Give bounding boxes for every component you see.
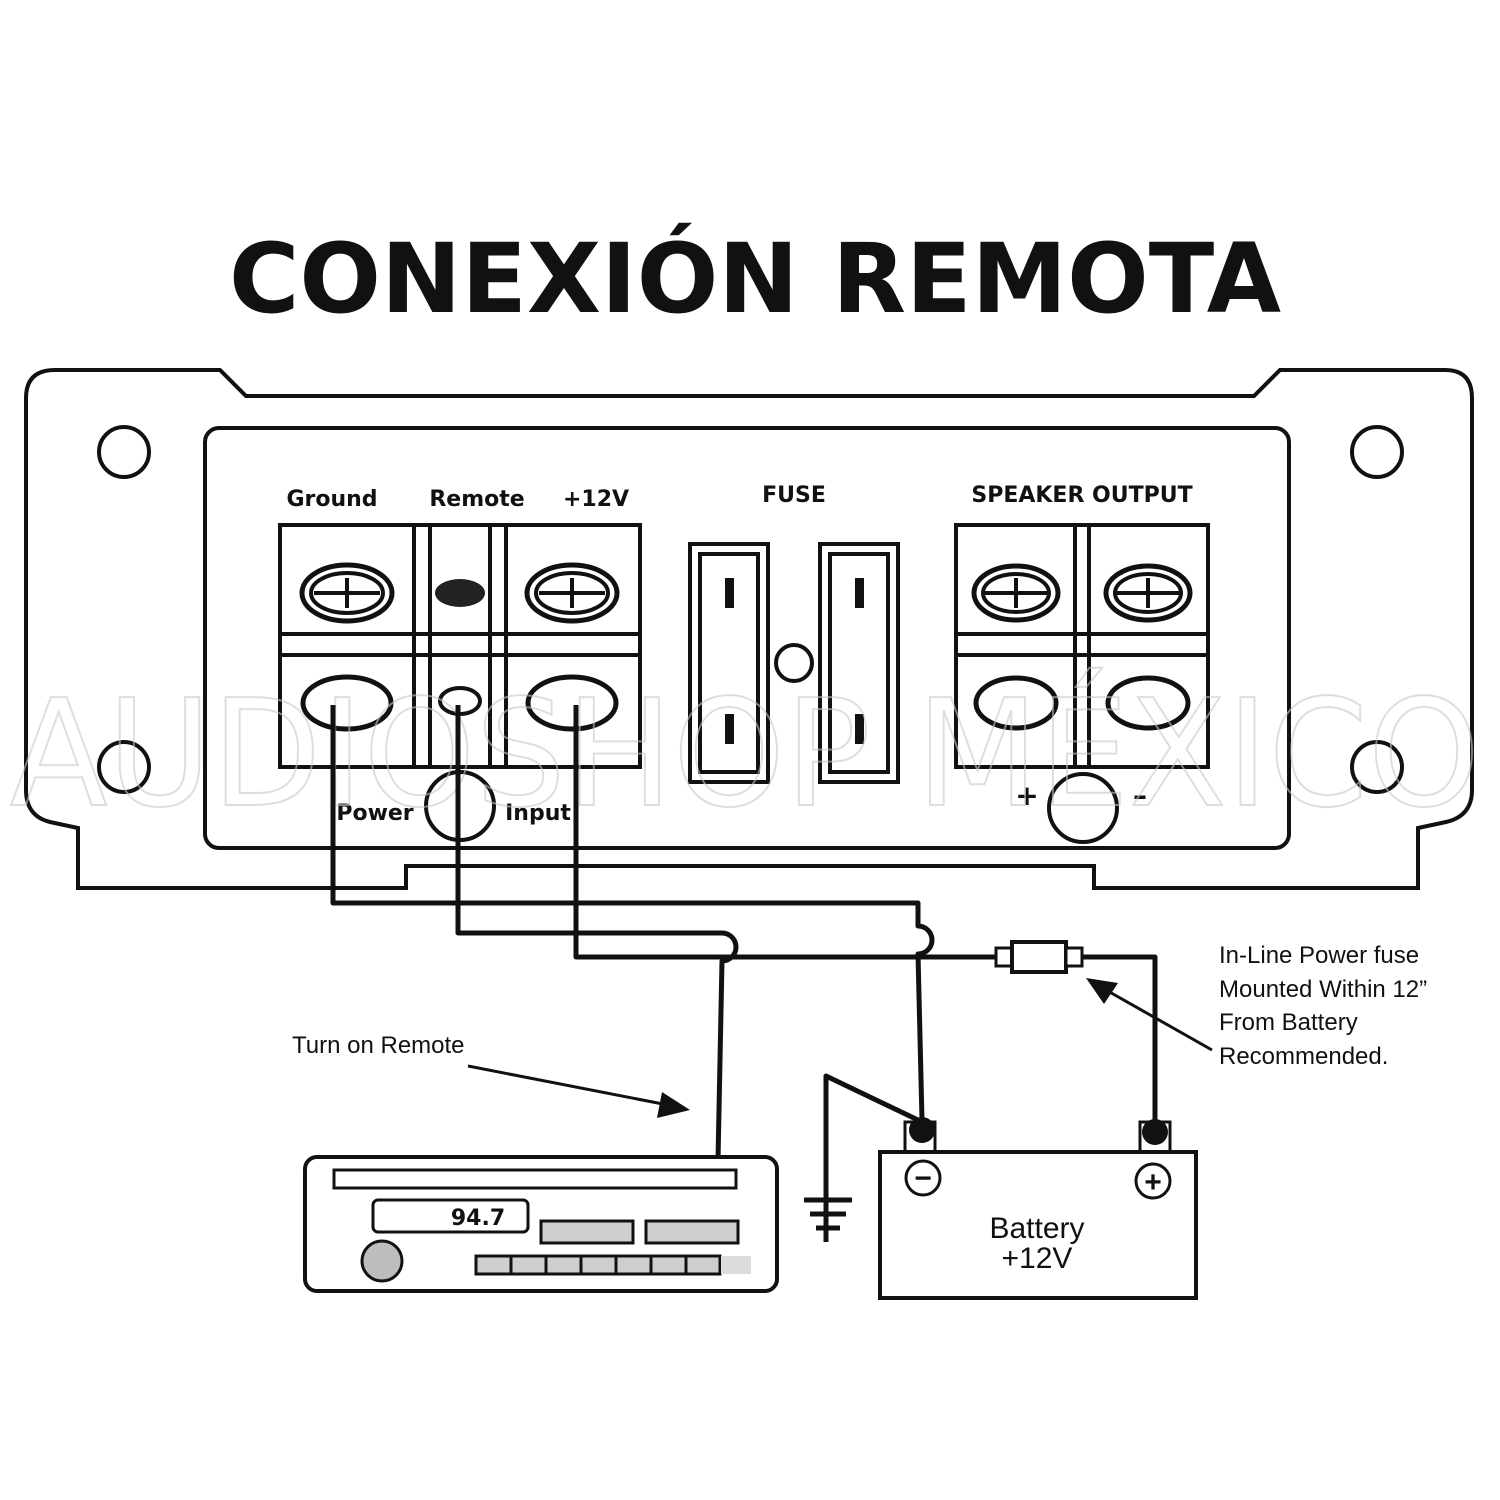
battery-plus-icon: [1134, 1162, 1172, 1200]
fuse-label: FUSE: [762, 483, 826, 508]
cd-slot: [332, 1168, 738, 1190]
head-unit: 94.7: [303, 1155, 779, 1293]
speaker-plus-wire-port[interactable]: [973, 675, 1059, 731]
power-wire: [573, 705, 996, 960]
ground-symbol-icon: [804, 1197, 852, 1242]
mount-hole-bottom-right: [1350, 740, 1404, 794]
fuse-left[interactable]: [688, 542, 770, 784]
head-unit-button-1[interactable]: [539, 1219, 635, 1245]
preset-button-row[interactable]: [474, 1254, 751, 1276]
remote-screw-icon[interactable]: [435, 579, 485, 607]
battery-positive-terminal-icon[interactable]: [1142, 1119, 1168, 1145]
speaker-minus-symbol: –: [1133, 779, 1147, 812]
ground-wire-port[interactable]: [300, 674, 394, 732]
diagram-title: CONEXIÓN REMOTA: [229, 222, 1281, 335]
turn-on-remote-arrow-icon: [467, 1064, 690, 1118]
battery: − + Battery +12V: [878, 1117, 1198, 1300]
battery-minus-symbol: −: [914, 1162, 932, 1195]
speaker-plus-screw-icon[interactable]: [971, 563, 1061, 623]
fuse-note-line-2: Mounted Within 12”: [1219, 976, 1427, 1003]
remote-label: Remote: [429, 487, 524, 512]
inline-fuse-icon: [994, 940, 1084, 974]
chassis-ground-wire: [823, 1073, 920, 1214]
fuse-note-arrow-icon: [1086, 978, 1213, 1052]
speaker-indicator-icon: [1047, 772, 1119, 844]
mount-hole-top-left: [97, 425, 151, 479]
ground-label: Ground: [286, 487, 377, 512]
plus12v-screw-icon[interactable]: [524, 562, 620, 624]
head-unit-button-2[interactable]: [644, 1219, 740, 1245]
power-indicator-label: Power: [336, 801, 413, 826]
speaker-plus-symbol: +: [1015, 779, 1038, 812]
volume-knob-icon[interactable]: [360, 1239, 404, 1283]
battery-negative-terminal-icon[interactable]: [909, 1117, 935, 1143]
ground-screw-icon[interactable]: [299, 562, 395, 624]
mount-hole-bottom-left: [97, 740, 151, 794]
plus12v-wire-port[interactable]: [525, 674, 619, 732]
frequency-display-value: 94.7: [451, 1206, 505, 1231]
frequency-display: [371, 1198, 530, 1234]
battery-positive-wire: [1082, 954, 1158, 1122]
speaker-output-label: SPEAKER OUTPUT: [971, 483, 1192, 508]
watermark: AUDIOSHOP MÉXICO: [10, 667, 1480, 840]
battery-voltage: +12V: [1002, 1242, 1073, 1275]
input-indicator-label: Input: [505, 801, 571, 826]
plus12v-label: +12V: [563, 487, 629, 512]
turn-on-remote-label: Turn on Remote: [292, 1032, 465, 1059]
fuse-note-line-4: Recommended.: [1219, 1043, 1388, 1070]
fuse-status-icon: [774, 643, 814, 683]
remote-wire: [455, 705, 739, 1161]
fuse-note-line-1: In-Line Power fuse: [1219, 942, 1419, 969]
fuse-note-line-3: From Battery: [1219, 1009, 1358, 1036]
battery-label: Battery: [989, 1212, 1084, 1245]
battery-minus-icon: [904, 1159, 942, 1197]
fuse-right[interactable]: [818, 542, 900, 784]
mount-hole-top-right: [1350, 425, 1404, 479]
ground-wire: [330, 705, 935, 1121]
speaker-minus-screw-icon[interactable]: [1103, 563, 1193, 623]
battery-plus-symbol: +: [1144, 1166, 1162, 1199]
speaker-minus-wire-port[interactable]: [1105, 675, 1191, 731]
